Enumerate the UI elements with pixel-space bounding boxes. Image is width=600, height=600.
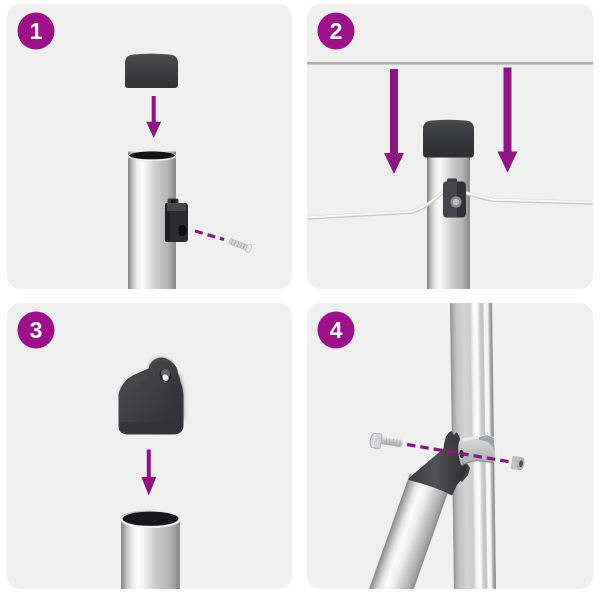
- svg-text:2: 2: [330, 18, 343, 44]
- svg-text:4: 4: [330, 317, 343, 343]
- svg-text:3: 3: [30, 317, 43, 343]
- svg-text:1: 1: [30, 18, 43, 44]
